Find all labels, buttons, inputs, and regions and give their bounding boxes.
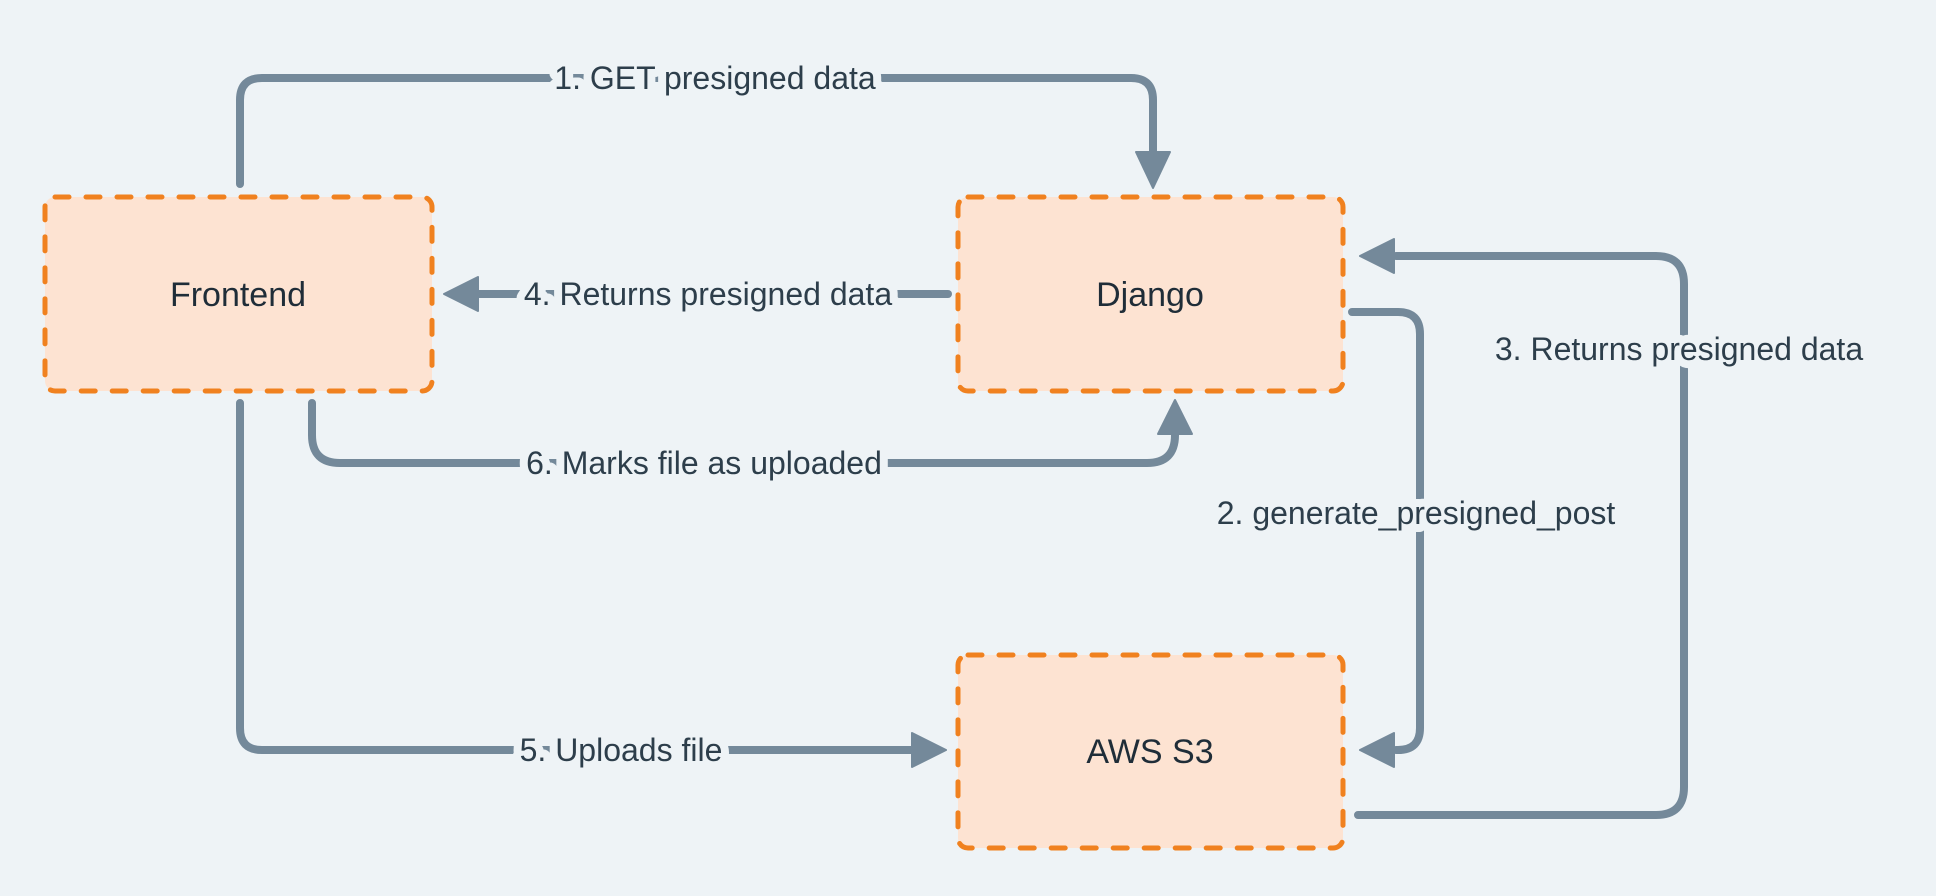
connector-line [1354, 252, 1688, 819]
node-frontend: Frontend [42, 194, 435, 394]
arrowhead-down-icon [1135, 151, 1171, 189]
connector-line [1348, 308, 1424, 754]
edge-uploads-file [236, 399, 947, 768]
node-aws-s3: AWS S3 [955, 652, 1346, 851]
node-frontend-label: Frontend [170, 276, 306, 314]
node-django-label: Django [1096, 276, 1204, 314]
node-django: Django [955, 194, 1346, 394]
edge-label-6: 6. Marks file as uploaded [526, 445, 882, 481]
arrowhead-left-icon [1359, 732, 1395, 768]
node-django-box [955, 194, 1346, 394]
edge-returns-presigned-data-django [443, 276, 952, 312]
edge-label-5: 5. Uploads file [520, 732, 723, 768]
edge-label-1: 1. GET presigned data [554, 60, 876, 96]
edge-returns-presigned-data-s3 [1354, 238, 1688, 819]
node-aws-s3-label: AWS S3 [1086, 733, 1213, 771]
node-aws-s3-box [955, 652, 1346, 851]
edge-marks-file-uploaded [308, 399, 1193, 467]
connector-line [236, 399, 916, 754]
arrowhead-left-icon [443, 276, 479, 312]
arrowhead-right-icon [911, 732, 947, 768]
edge-label-2: 2. generate_presigned_post [1217, 495, 1616, 531]
arrowhead-left-icon [1359, 238, 1395, 274]
connector-line [308, 399, 1179, 467]
node-frontend-box [42, 194, 435, 394]
connector-line [236, 74, 1157, 188]
edge-get-presigned-data [236, 74, 1171, 189]
edge-generate-presigned-post [1348, 308, 1424, 768]
edge-label-4: 4. Returns presigned data [524, 276, 892, 312]
edge-label-3: 3. Returns presigned data [1495, 331, 1863, 367]
arrowhead-up-icon [1157, 399, 1193, 435]
